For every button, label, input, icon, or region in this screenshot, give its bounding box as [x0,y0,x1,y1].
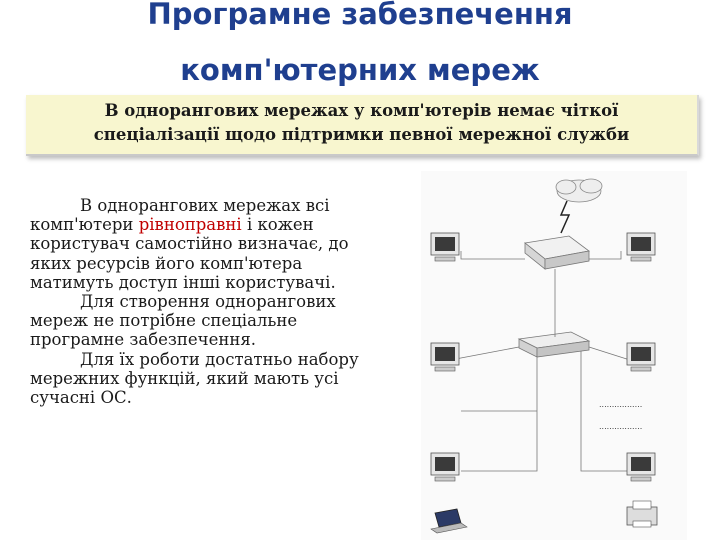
slide-title-line2: комп'ютерних мереж [180,53,540,87]
workstation-top-left [430,232,460,262]
workstation-bottom-right [626,452,656,482]
subtitle-box: В однорангових мережах у комп'ютерів нем… [26,95,699,156]
slide-title-line1: Програмне забезпечення [147,0,573,31]
svg-text:.................: ................. [599,422,642,431]
printer-icon [626,500,658,528]
more-devices-dots: ................. ................. [599,400,642,431]
body-text: В однорангових мережах всі комп'ютери рі… [30,196,370,407]
network-diagram-svg: ................. ................. [430,178,658,534]
router-icon [524,235,590,270]
paragraph-2: Для створення однорангових мереж не потр… [30,292,336,350]
workstation-mid-right [626,342,656,372]
paragraph-3: Для їх роботи достатньо набору мережних … [30,349,359,408]
subtitle-line1: В однорангових мережах у комп'ютерів нем… [104,101,619,120]
workstation-top-right [626,232,656,262]
workstation-bottom-left [430,452,460,482]
network-switch-icon [517,331,591,358]
subtitle-line2: спеціалізації щодо підтримки певної мере… [93,125,630,144]
internet-cloud-icon [555,178,603,203]
paragraph-1-end: і кожен користувач самостійно визначає, … [30,215,349,292]
network-diagram: ................. ................. [421,171,687,540]
paragraph-1-start: В однорангових мережах всі комп'ютери [30,196,330,235]
workstation-mid-left [430,342,460,372]
paragraph-1: В однорангових мережах всі комп'ютери рі… [30,196,370,292]
svg-text:.................: ................. [599,400,642,409]
network-links [444,251,634,472]
lightning-icon [559,200,571,234]
laptop-icon [430,508,468,534]
highlight-equal: рівноправні [138,215,242,235]
